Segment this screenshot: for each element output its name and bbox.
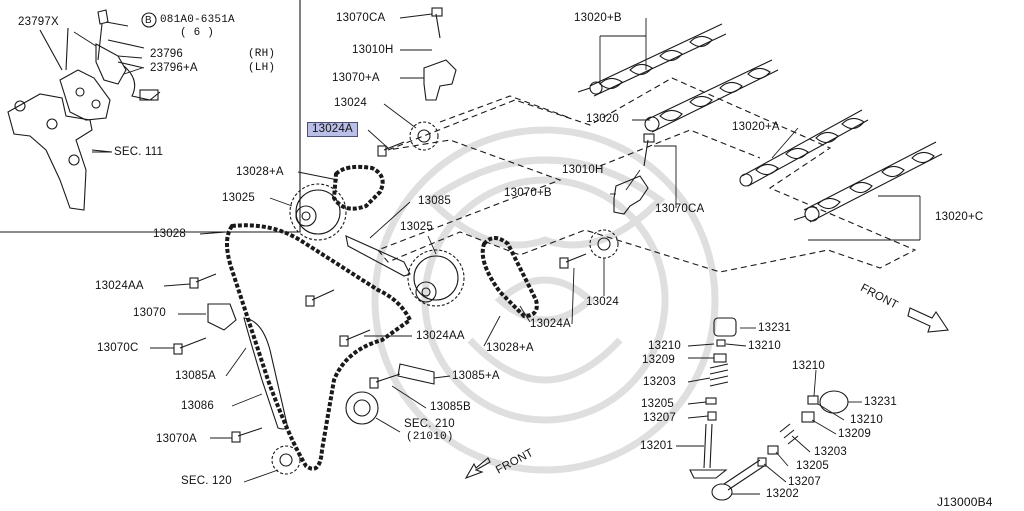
label-13025-left: 13025 — [222, 192, 255, 204]
label-23796a-lh: (LH) — [248, 62, 276, 74]
valve-train-left — [689, 317, 737, 479]
camshaft-13020c — [793, 141, 943, 223]
tensioner-13070 — [207, 303, 237, 331]
label-23797x: 23797X — [18, 16, 59, 28]
label-13070c: 13070C — [97, 342, 139, 354]
label-13070: 13070 — [133, 307, 166, 319]
sprocket-13025-left — [289, 183, 347, 241]
bolt-code-badge — [141, 12, 157, 28]
label-13024aa-left: 13024AA — [95, 280, 144, 292]
arrow-icon — [907, 307, 949, 333]
sprocket-13024-top — [409, 121, 439, 151]
label-13231-right: 13231 — [864, 396, 897, 408]
label-13210-b: 13210 — [648, 340, 681, 352]
label-13070a-top: 13070+A — [332, 72, 380, 84]
label-13203-a: 13203 — [643, 376, 676, 388]
label-13020: 13020 — [586, 113, 619, 125]
dashed-outline — [377, 77, 917, 273]
label-13231-top: 13231 — [758, 322, 791, 334]
arrow-icon-bottom — [464, 457, 491, 480]
label-13210-c: 13210 — [792, 360, 825, 372]
label-23796a: 23796+A — [150, 62, 198, 74]
label-13209-a: 13209 — [642, 354, 675, 366]
label-bolt-qty: ( 6 ) — [180, 27, 215, 39]
inset-frame — [0, 0, 301, 233]
tensioner-sec210 — [345, 391, 379, 425]
camshaft-13020b — [577, 23, 727, 97]
label-23796-rh: (RH) — [248, 48, 276, 60]
label-13210-d: 13210 — [850, 414, 883, 426]
label-23796: 23796 — [150, 48, 183, 60]
chain-13028a-mid — [480, 236, 539, 319]
actuator-13070b — [613, 175, 649, 215]
label-13201: 13201 — [640, 440, 673, 452]
camshaft-13020 — [644, 59, 779, 133]
guide-13085 — [345, 235, 411, 277]
label-13207-b: 13207 — [788, 476, 821, 488]
bolt-code-badge-letter: B — [145, 15, 152, 26]
inset-bracket-drawing — [7, 9, 161, 211]
chain-13028 — [225, 223, 413, 471]
label-13202: 13202 — [766, 488, 799, 500]
label-13070ca-top: 13070CA — [336, 12, 386, 24]
label-13028: 13028 — [153, 228, 186, 240]
chain-13028a-top — [331, 164, 385, 211]
label-13210-a: 13210 — [748, 340, 781, 352]
label-13024a-mid: 13024A — [530, 318, 571, 330]
dashed-outline-2 — [439, 95, 761, 167]
label-13070a-bottom: 13070A — [156, 433, 197, 445]
label-13010h-right: 13010H — [562, 164, 604, 176]
label-13205-b: 13205 — [796, 460, 829, 472]
label-sec-120: SEC. 120 — [181, 475, 232, 487]
label-13085a: 13085A — [175, 370, 216, 382]
label-13086: 13086 — [181, 400, 214, 412]
label-13203-b: 13203 — [814, 446, 847, 458]
bolts — [173, 7, 655, 443]
label-13070b: 13070+B — [504, 187, 552, 199]
label-13024a-highlighted[interactable]: 13024A — [307, 122, 358, 137]
label-13010h-top: 13010H — [352, 44, 394, 56]
guide-13086 — [243, 317, 288, 430]
label-bolt-code: 081A0-6351A — [160, 14, 235, 26]
label-13024aa-mid: 13024AA — [416, 330, 465, 342]
label-13028a-top: 13028+A — [236, 166, 284, 178]
label-sec-210: SEC. 210 — [404, 418, 455, 430]
label-13085: 13085 — [418, 195, 451, 207]
sprocket-13025-mid — [407, 249, 465, 307]
label-13070ca-right: 13070CA — [655, 203, 705, 215]
label-13025-mid: 13025 — [400, 221, 433, 233]
crank-sprocket — [271, 445, 301, 475]
actuator-13070a — [423, 59, 457, 101]
label-13020a: 13020+A — [732, 121, 780, 133]
label-13024-right: 13024 — [586, 296, 619, 308]
diagram-id: J13000B4 — [937, 495, 993, 509]
camshaft-13020a — [739, 109, 869, 187]
label-13024-top: 13024 — [334, 97, 367, 109]
label-sec-111: SEC. 111 — [114, 146, 164, 158]
label-13205-a: 13205 — [641, 398, 674, 410]
label-13085a-plus: 13085+A — [452, 370, 500, 382]
label-13207-a: 13207 — [643, 412, 676, 424]
label-13020c: 13020+C — [935, 211, 984, 223]
leader-lines — [73, 13, 921, 495]
label-13209-b: 13209 — [838, 428, 871, 440]
label-13020b: 13020+B — [574, 12, 622, 24]
label-sec-210-sub: (21010) — [406, 431, 454, 443]
guide-13085a-plus — [397, 363, 435, 385]
label-13085b: 13085B — [430, 401, 471, 413]
label-13028a-mid: 13028+A — [486, 342, 534, 354]
